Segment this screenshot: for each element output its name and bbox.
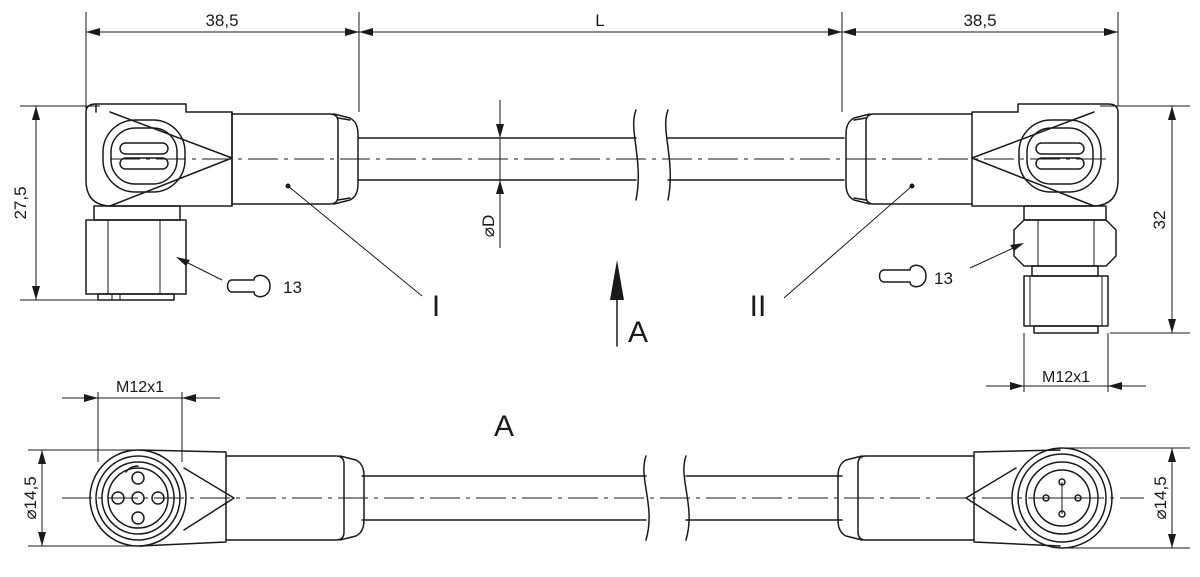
dim-right-height: 32 <box>1150 211 1169 230</box>
dim-right-length: 38,5 <box>963 11 996 30</box>
left-height-dimension: 27,5 <box>11 105 100 301</box>
thread-right-dimension: M12x1 <box>986 333 1146 392</box>
connector-two-top: II <box>750 103 1119 334</box>
view-arrow-label: A <box>628 316 648 349</box>
top-dimensions: 38,5 L 38,5 <box>85 11 1119 112</box>
dim-left-length: 38,5 <box>205 11 238 30</box>
view-arrow: A <box>610 260 648 349</box>
right-height-dimension: 32 <box>1100 105 1190 334</box>
wrench-right-size: 13 <box>934 269 953 288</box>
dim-cable-length: L <box>595 11 604 30</box>
wrench-left-icon: 13 <box>176 257 302 298</box>
thread-left-label: M12x1 <box>116 379 164 396</box>
cable-top: ⌀D <box>110 100 1110 248</box>
cable-view-a <box>62 455 1144 541</box>
cable-diameter-label: ⌀D <box>479 215 498 238</box>
connector-one-label: I <box>432 290 440 323</box>
diameter-right-label: ⌀14,5 <box>1151 476 1170 519</box>
wrench-right-icon: 13 <box>878 243 1024 288</box>
diameter-left-label: ⌀14,5 <box>21 476 40 519</box>
connector-one-top: I <box>85 103 440 323</box>
thread-right-label: M12x1 <box>1042 369 1090 386</box>
connector-two-label: II <box>750 290 767 323</box>
connector-one-face: M12x1 ⌀14,5 <box>21 379 365 547</box>
connector-two-face: ⌀14,5 <box>837 447 1190 549</box>
view-title: A <box>494 410 514 443</box>
wrench-left-size: 13 <box>283 278 302 297</box>
dim-left-height: 27,5 <box>11 186 30 219</box>
